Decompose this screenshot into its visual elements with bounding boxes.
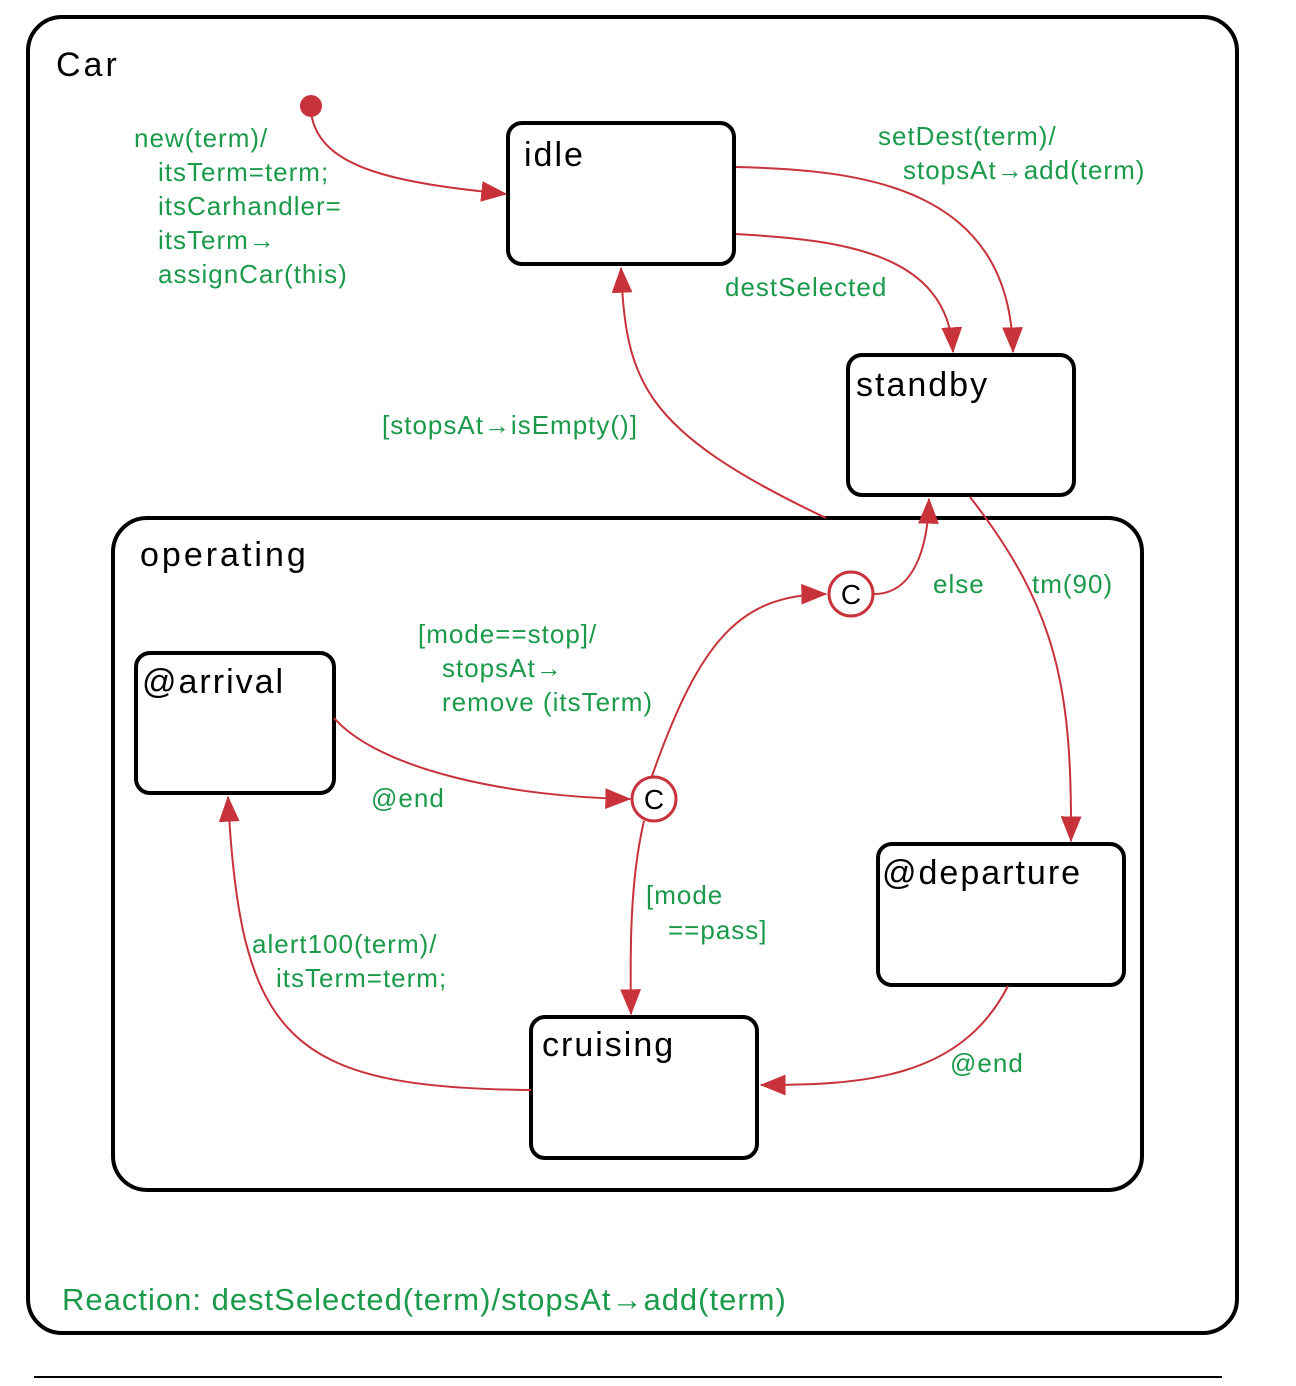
transition-initial-idle (310, 111, 508, 202)
transition-c2-cruising-modepass (620, 820, 645, 1016)
transition-cruising-arrival-alert (218, 795, 532, 1091)
condition-connector-1 (827, 570, 875, 618)
label-init: new(term)/ itsTerm=term; itsCarhandler= … (134, 123, 350, 289)
condition-connector-1-label: C (841, 579, 861, 610)
label-else: else (933, 569, 985, 599)
transition-arrival-c2-end (333, 717, 632, 809)
label-end-arrival: @end (371, 783, 445, 813)
transition-c2-c1-modestop (651, 583, 828, 777)
transition-idle-standby-setdest (735, 166, 1023, 354)
reaction-text: Reaction: destSelected(term)/stopsAt→add… (62, 1282, 787, 1317)
label-modestop: [mode==stop]/ stopsAt→ remove (itsTerm) (418, 619, 653, 717)
transition-c1-standby-else (873, 497, 939, 595)
label-isempty: [stopsAt→isEmpty()] (382, 410, 638, 440)
state-idle-label: idle (524, 136, 585, 174)
transition-idle-standby-destselected (735, 233, 963, 354)
transition-operating-idle (611, 266, 827, 519)
state-standby-label: standby (856, 366, 989, 404)
condition-connector-2 (630, 775, 678, 823)
label-end-departure: @end (950, 1048, 1024, 1078)
condition-connector-2-label: C (644, 784, 664, 815)
label-tm: tm(90) (1032, 569, 1113, 599)
state-arrival (134, 651, 336, 795)
transition-departure-cruising-end (759, 985, 1009, 1096)
state-departure-label: @departure (882, 854, 1082, 892)
state-arrival-label: @arrival (142, 663, 285, 701)
state-departure (876, 842, 1126, 987)
operating-title: operating (140, 536, 309, 574)
transition-standby-departure-tm (969, 496, 1082, 843)
initial-state-dot (300, 95, 322, 117)
state-cruising (529, 1015, 759, 1160)
state-standby (846, 353, 1076, 497)
operating-state (111, 516, 1144, 1192)
state-cruising-label: cruising (542, 1026, 675, 1064)
label-setdest: setDest(term)/ stopsAt→add(term) (878, 121, 1145, 185)
label-modepass: [mode ==pass] (646, 880, 768, 945)
car-title: Car (56, 46, 120, 84)
label-destselected: destSelected (725, 272, 887, 302)
state-idle (506, 121, 736, 266)
label-alert: alert100(term)/ itsTerm=term; (252, 929, 447, 993)
